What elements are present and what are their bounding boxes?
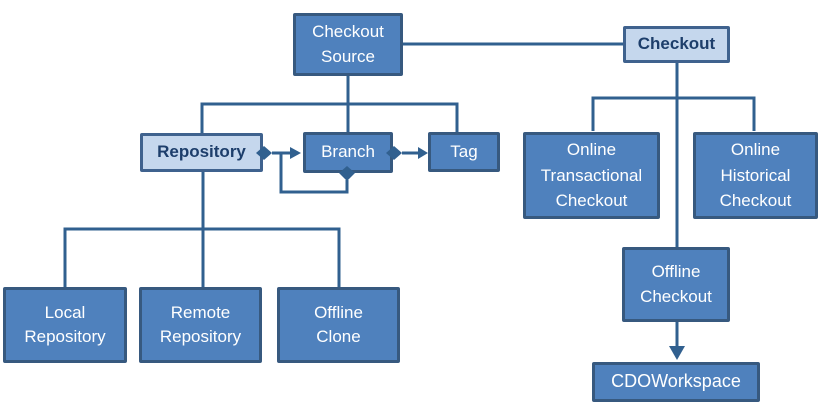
node-offline-clone: Offline Clone xyxy=(277,287,400,363)
arrowhead-into-cdoworkspace xyxy=(669,346,685,360)
arrowhead-into-tag xyxy=(418,147,428,159)
node-branch: Branch xyxy=(303,132,393,173)
edge-tree-right xyxy=(591,96,756,131)
node-local-repository: Local Repository xyxy=(3,287,127,363)
edge-tree-bottom-left xyxy=(63,227,341,287)
node-repository: Repository xyxy=(140,133,263,172)
node-cdoworkspace: CDOWorkspace xyxy=(592,362,760,402)
edge-tree-left xyxy=(200,102,459,133)
node-tag: Tag xyxy=(428,132,500,172)
node-remote-repository: Remote Repository xyxy=(139,287,262,363)
node-offline-checkout: Offline Checkout xyxy=(622,247,730,322)
node-online-historical-checkout: Online Historical Checkout xyxy=(693,132,818,219)
node-checkout: Checkout xyxy=(623,26,730,63)
node-checkout-source: Checkout Source xyxy=(293,13,403,76)
node-online-transactional-checkout: Online Transactional Checkout xyxy=(523,132,660,219)
arrowhead-into-branch xyxy=(290,147,301,159)
